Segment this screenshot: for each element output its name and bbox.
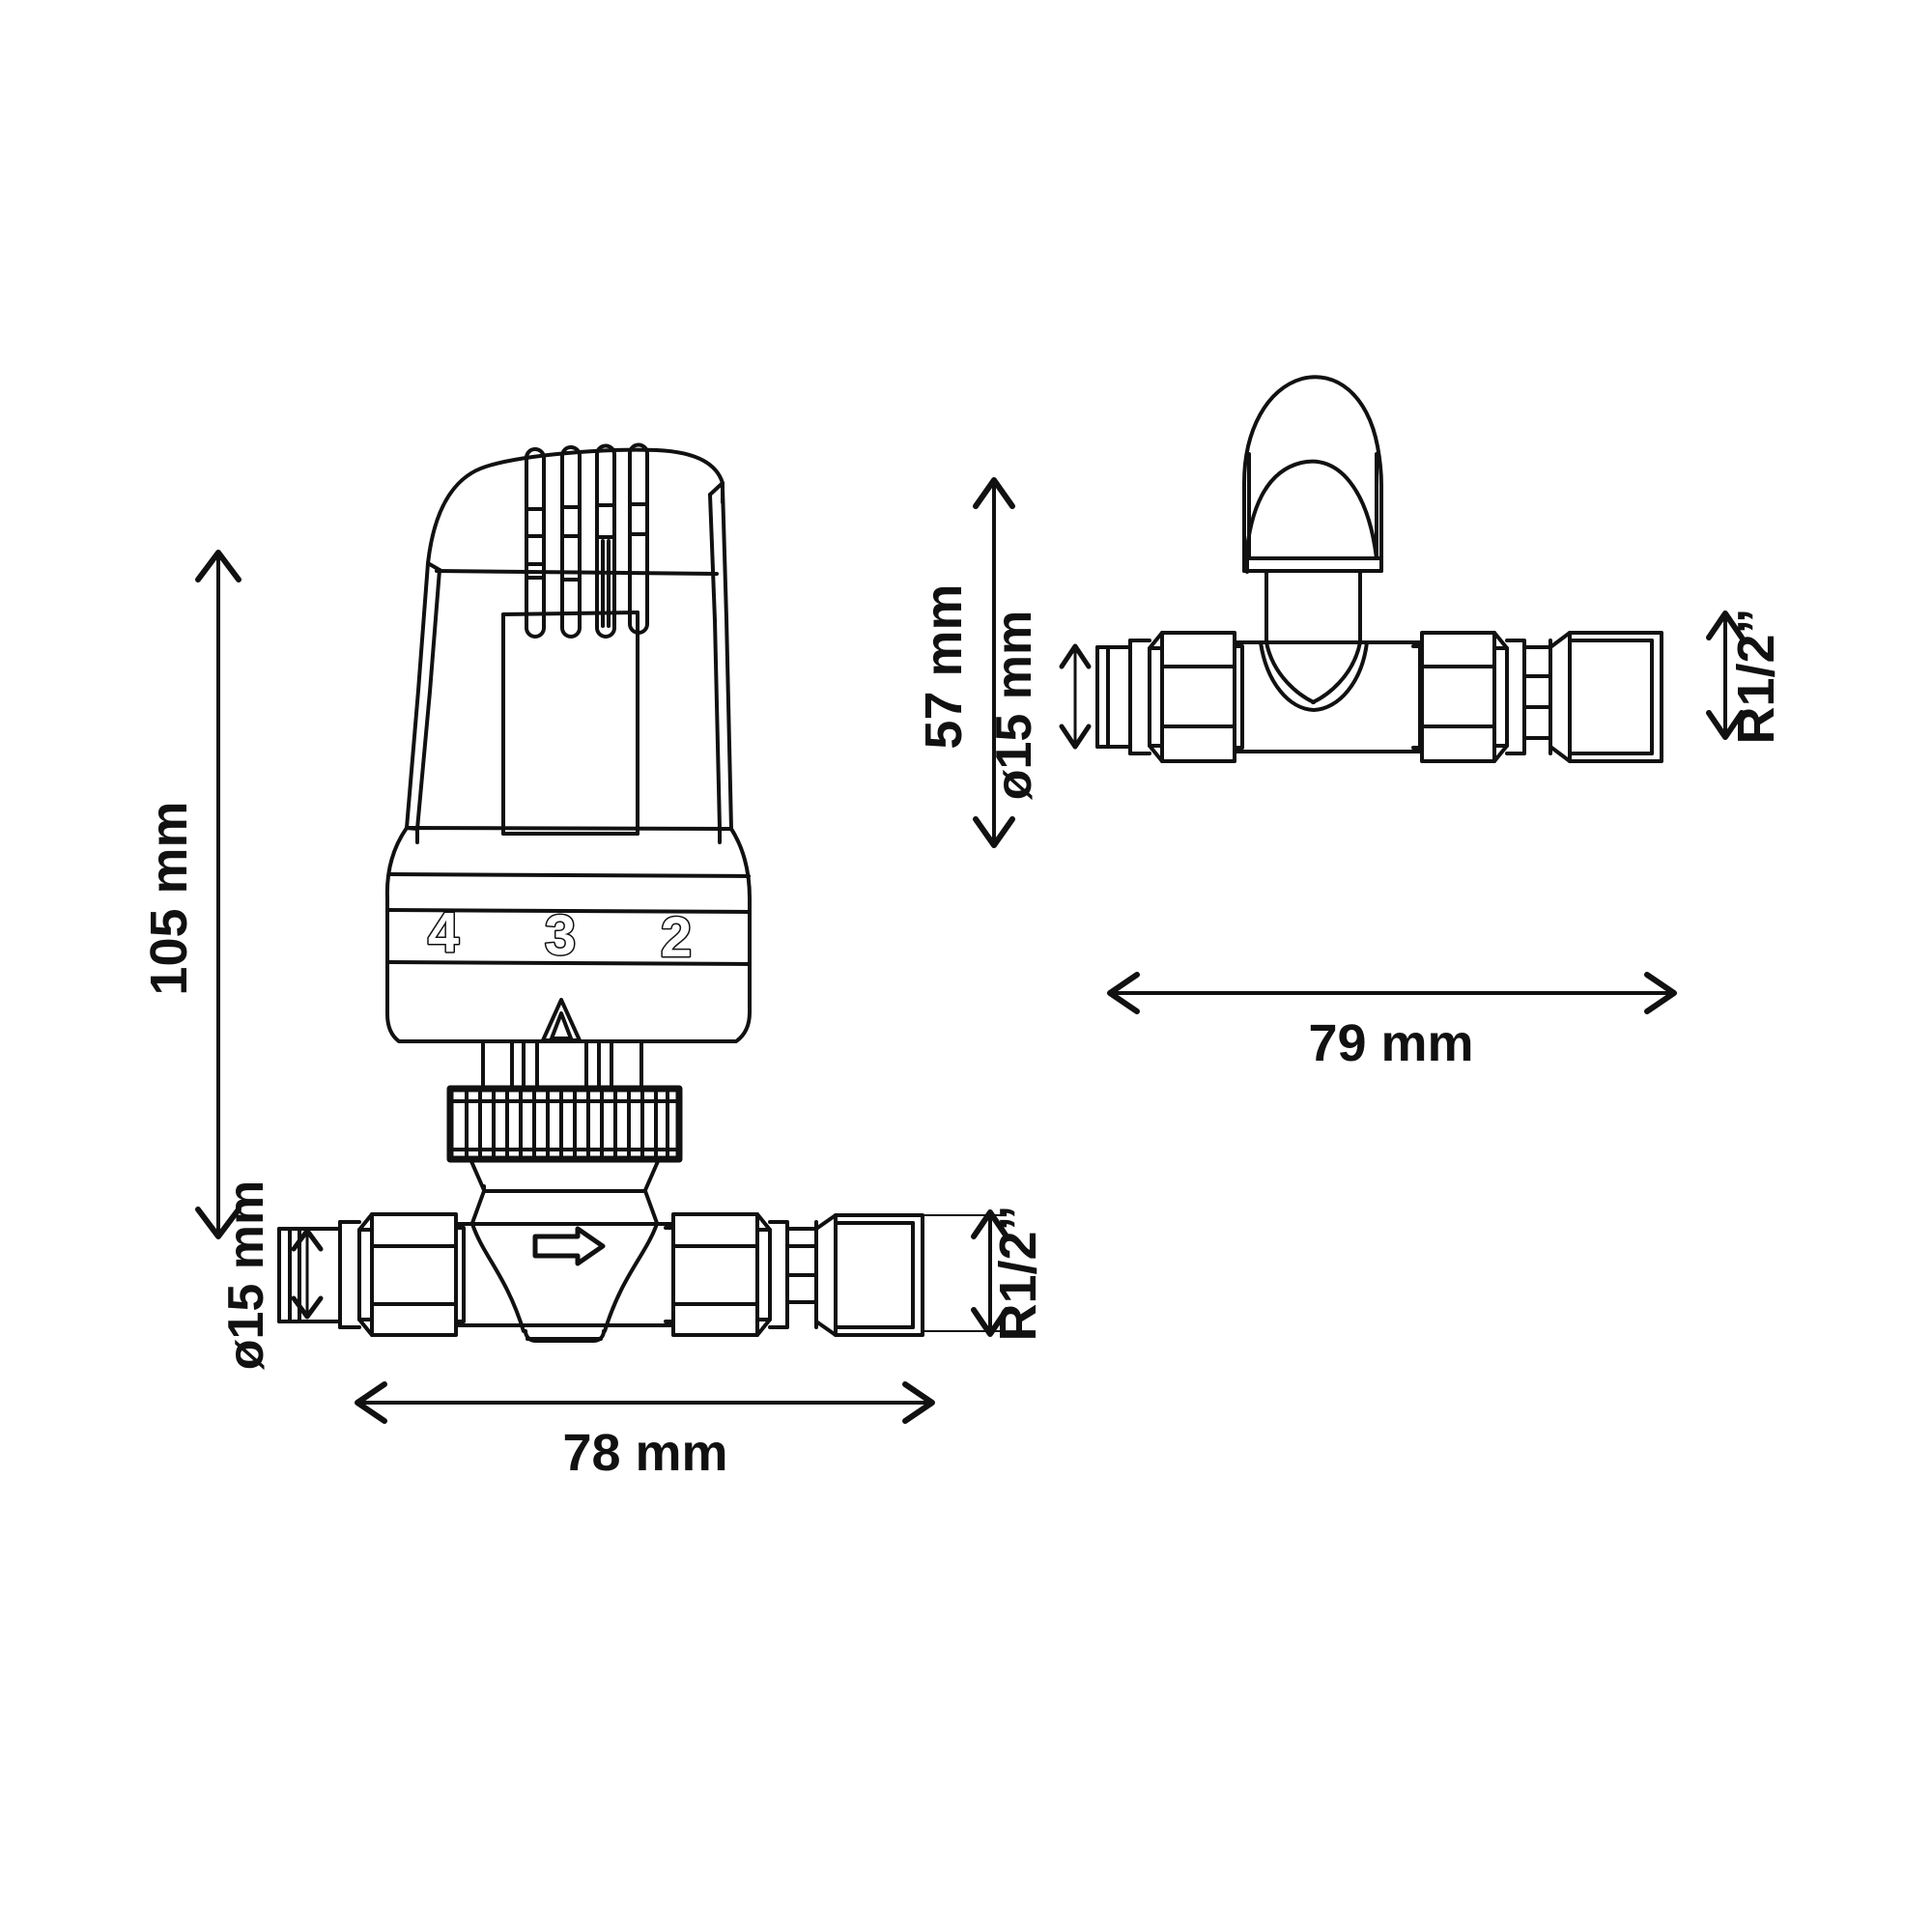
dim-right-79mm — [1107, 972, 1677, 1014]
dim-left-105mm — [195, 550, 242, 1239]
dim-right-57mm — [973, 477, 1015, 848]
lockshield-cap — [1242, 375, 1383, 574]
scale-number-3: 3 — [545, 904, 576, 967]
dim-label-left-length: 78 mm — [562, 1424, 727, 1482]
valve-bonnet — [469, 1157, 661, 1225]
dim-left-78mm — [355, 1381, 935, 1424]
knurled-union-nut — [446, 1085, 683, 1163]
dim-label-right-inlet-diameter: ø15 mm — [986, 611, 1042, 801]
right-view-right-fitting — [1411, 631, 1663, 763]
right-view-group — [1095, 375, 1663, 763]
scale-number-4: 4 — [428, 901, 459, 964]
right-compression-fitting — [664, 1212, 924, 1337]
lockshield-body — [1233, 640, 1422, 753]
trv-head-drum — [384, 826, 752, 1043]
flow-direction-arrow — [532, 1226, 606, 1266]
right-view-left-fitting — [1095, 631, 1244, 763]
left-view-group: 4 3 2 — [277, 442, 924, 1343]
lockshield-neck — [1264, 569, 1362, 704]
dimension-lines — [195, 477, 1745, 1424]
dim-label-right-length: 79 mm — [1308, 1014, 1473, 1072]
dimension-labels: 105 mm ø15 mm R1/2” 78 mm 57 mm ø15 mm R… — [140, 583, 1785, 1482]
dim-right-thread — [1706, 611, 1745, 740]
triangle-index-marker — [541, 998, 582, 1042]
dim-right-dia15 — [1059, 643, 1092, 750]
trv-head-cap — [405, 442, 733, 836]
dim-left-thread — [922, 1209, 1009, 1337]
sensor-fins — [524, 442, 649, 639]
dim-label-right-height: 57 mm — [915, 583, 973, 749]
head-connector — [481, 1039, 643, 1091]
valve-body — [454, 1222, 675, 1343]
scale-number-2: 2 — [661, 906, 692, 969]
dim-label-left-thread: R1/2” — [989, 1205, 1047, 1341]
dim-label-left-height: 105 mm — [140, 801, 198, 995]
dim-left-dia15 — [291, 1228, 324, 1320]
dim-label-left-inlet-diameter: ø15 mm — [218, 1180, 274, 1371]
head-scale-numbers: 4 3 2 — [426, 900, 693, 971]
dim-label-right-thread: R1/2” — [1727, 608, 1785, 744]
